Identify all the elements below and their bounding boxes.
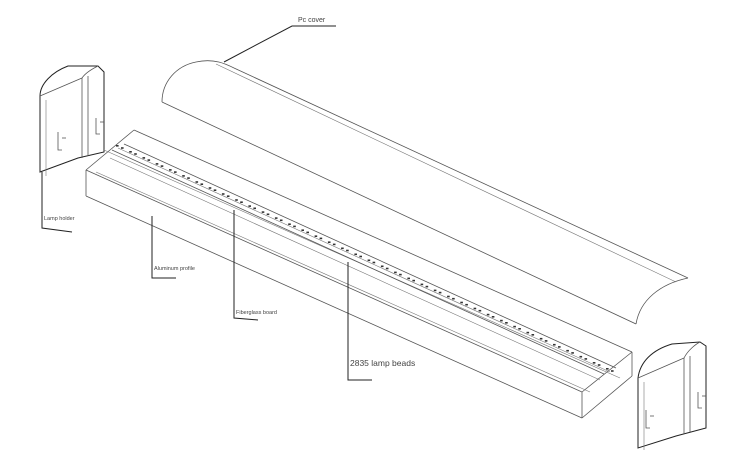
lamp-bead <box>208 187 212 189</box>
lamp-bead <box>412 279 415 282</box>
lamp-bead <box>420 283 424 286</box>
lamp-bead <box>160 165 164 167</box>
lamp-bead <box>169 169 172 171</box>
lamp-bead <box>571 352 574 354</box>
fiberglass-board-label: Fiberglass board <box>236 310 277 316</box>
lamp-bead <box>544 340 548 342</box>
lamp-bead <box>213 189 217 191</box>
lamp-bead <box>142 157 146 159</box>
lamp-bead <box>518 328 521 330</box>
lamp-bead <box>319 237 323 240</box>
lamp-bead <box>235 199 238 201</box>
lamp-bead <box>380 265 384 268</box>
lamp-bead <box>147 159 151 161</box>
lamp-bead <box>385 267 389 270</box>
lamp-bead <box>367 259 371 262</box>
lamp-bead <box>354 253 357 256</box>
lamp-bead <box>274 217 278 219</box>
lamp-bead <box>279 219 283 222</box>
lamp-bead <box>332 243 336 246</box>
lamp-bead <box>121 147 124 149</box>
lamp-bead <box>399 273 402 276</box>
lamp-bead <box>359 255 362 258</box>
lamp-bead <box>314 235 318 237</box>
lamp-bead <box>452 297 455 300</box>
lamp-bead <box>465 303 468 306</box>
lamp-holder-label: Lamp holder <box>44 216 75 222</box>
lamp-bead <box>301 229 304 231</box>
aluminum-profile-label: Aluminum profile <box>154 266 195 272</box>
lamp-bead <box>116 145 119 147</box>
lamp-holder-callout: Lamp holder <box>41 172 75 233</box>
lamp-bead <box>566 349 569 352</box>
lamp-bead <box>606 368 609 370</box>
lamp-bead <box>526 331 530 334</box>
lamp-bead <box>155 163 159 165</box>
lamp-bead <box>200 183 204 185</box>
lamp-bead <box>327 241 331 243</box>
lamp-bead <box>372 261 376 264</box>
lamp-bead <box>187 177 190 179</box>
lamp-holder-left <box>39 65 105 176</box>
lamp-bead <box>460 301 463 304</box>
lamp-bead <box>174 171 177 173</box>
lamp-bead <box>341 247 344 250</box>
lamp-bead <box>447 295 450 298</box>
lamp-beads-label: 2835 lamp beads <box>350 358 415 368</box>
lamp-bead <box>134 153 137 155</box>
lamp-bead <box>195 181 199 183</box>
lamp-bead <box>425 285 429 288</box>
lamp-bead <box>611 370 614 372</box>
lamp-bead <box>478 309 482 312</box>
lamp-bead <box>505 322 508 324</box>
lamp-bead <box>394 271 397 274</box>
lamp-bead <box>539 337 543 340</box>
lamp-bead <box>226 195 230 197</box>
lamp-beads <box>116 145 614 372</box>
lamp-bead <box>584 358 588 360</box>
pc-cover-callout: Pc cover <box>223 17 336 63</box>
lamp-bead <box>433 289 437 292</box>
lamp-bead <box>240 201 243 203</box>
lamp-bead <box>129 151 132 153</box>
pc-cover-label: Pc cover <box>298 17 326 24</box>
lamp-bead <box>306 231 309 234</box>
lamp-bead <box>513 325 516 328</box>
lamp-bead <box>293 225 296 228</box>
lamp-bead <box>592 362 596 364</box>
lamp-bead <box>221 193 225 195</box>
fiberglass-board <box>111 143 617 375</box>
lamp-bead <box>553 343 556 346</box>
lamp-bead <box>248 205 251 207</box>
lamp-bead <box>266 213 270 216</box>
lamp-bead <box>531 334 535 336</box>
fiberglass-board-callout: Fiberglass board <box>233 210 277 321</box>
lamp-bead <box>438 291 442 294</box>
lamp-bead <box>597 364 601 366</box>
lamp-bead <box>288 223 291 225</box>
lamp-bead <box>473 307 477 310</box>
aluminum-profile-callout: Aluminum profile <box>151 216 195 279</box>
pc-cover <box>161 60 689 325</box>
lamp-bead <box>253 207 256 210</box>
lamp-bead <box>486 313 490 316</box>
lamp-bead <box>346 249 349 252</box>
lamp-beads-callout: 2835 lamp beads <box>347 262 415 381</box>
lamp-bead <box>579 355 583 358</box>
lamp-bead <box>491 316 495 318</box>
lamp-bead <box>182 175 185 177</box>
lamp-bead <box>261 211 265 213</box>
lamp-bead <box>500 319 503 322</box>
lamp-holder-right <box>637 341 707 450</box>
lamp-bead <box>558 346 561 348</box>
aluminum-profile <box>85 129 633 419</box>
lamp-bead <box>407 277 410 280</box>
